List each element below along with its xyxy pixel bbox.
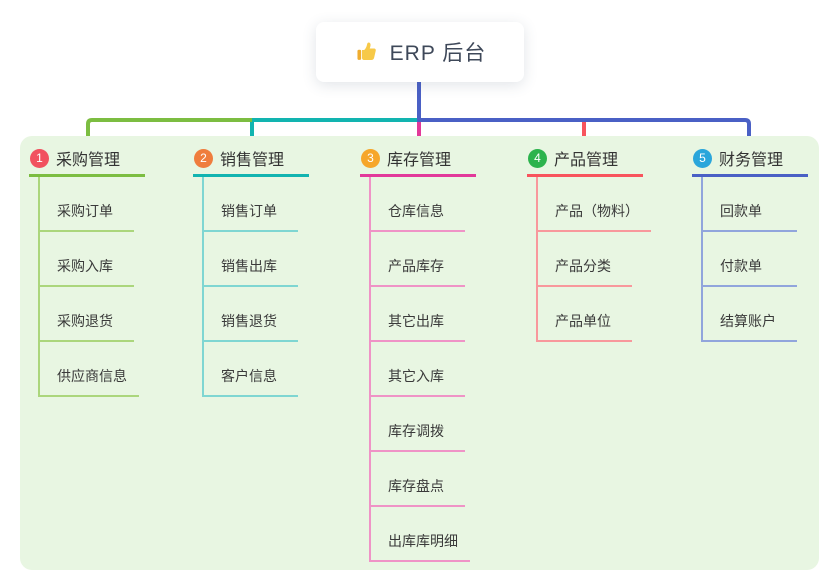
child-label: 库存盘点 [388, 478, 444, 494]
child-item[interactable]: 出库库明细 [369, 507, 470, 562]
branch-number-badge: 4 [528, 148, 547, 168]
branch-connector-line [369, 177, 371, 562]
child-label: 销售出库 [221, 258, 277, 274]
child-item[interactable]: 结算账户 [701, 287, 797, 342]
child-item[interactable]: 产品分类 [536, 232, 632, 287]
branch-number-badge: 3 [361, 148, 380, 168]
child-item[interactable]: 采购退货 [38, 287, 134, 342]
mindmap-root-node[interactable]: ERP 后台 [316, 22, 524, 82]
branch-number-badge: 1 [30, 148, 49, 168]
branch-number-badge: 5 [693, 148, 712, 168]
child-label: 采购退货 [57, 313, 113, 329]
child-label: 产品单位 [555, 313, 611, 329]
root-title: ERP 后台 [389, 42, 487, 65]
branch-children: 产品（物料） 产品分类 产品单位 [536, 177, 651, 342]
branch-header[interactable]: 4 产品管理 [527, 148, 643, 177]
child-item[interactable]: 仓库信息 [369, 177, 465, 232]
child-label: 库存调拨 [388, 423, 444, 439]
branch-label: 产品管理 [554, 152, 619, 169]
branch-label: 库存管理 [387, 152, 452, 169]
child-item[interactable]: 销售退货 [202, 287, 298, 342]
branch-header[interactable]: 3 库存管理 [360, 148, 476, 177]
branch-label: 销售管理 [220, 152, 285, 169]
branch-header[interactable]: 5 财务管理 [692, 148, 808, 177]
branch-connector-line [701, 177, 703, 342]
branch-column-5: 5 财务管理 回款单 付款单 结算账户 [692, 148, 808, 342]
branch-header[interactable]: 2 销售管理 [193, 148, 309, 177]
thumbs-up-icon [357, 42, 376, 61]
child-item[interactable]: 供应商信息 [38, 342, 139, 397]
branch-label: 采购管理 [56, 152, 121, 169]
child-item[interactable]: 销售出库 [202, 232, 298, 287]
branch-column-4: 4 产品管理 产品（物料） 产品分类 产品单位 [527, 148, 651, 342]
child-item[interactable]: 产品（物料） [536, 177, 651, 232]
child-label: 供应商信息 [57, 368, 127, 384]
child-label: 其它入库 [388, 368, 444, 384]
child-item[interactable]: 回款单 [701, 177, 797, 232]
child-item[interactable]: 其它出库 [369, 287, 465, 342]
branch-children: 销售订单 销售出库 销售退货 客户信息 [202, 177, 309, 397]
child-label: 采购入库 [57, 258, 113, 274]
child-label: 结算账户 [720, 313, 776, 329]
child-item[interactable]: 产品单位 [536, 287, 632, 342]
child-label: 客户信息 [221, 368, 277, 384]
child-item[interactable]: 库存调拨 [369, 397, 465, 452]
child-label: 产品分类 [555, 258, 611, 274]
child-label: 仓库信息 [388, 203, 444, 219]
child-label: 回款单 [720, 203, 762, 219]
child-item[interactable]: 其它入库 [369, 342, 465, 397]
child-item[interactable]: 销售订单 [202, 177, 298, 232]
child-label: 采购订单 [57, 203, 113, 219]
child-label: 出库库明细 [388, 533, 458, 549]
child-label: 其它出库 [388, 313, 444, 329]
child-item[interactable]: 客户信息 [202, 342, 298, 397]
child-item[interactable]: 付款单 [701, 232, 797, 287]
child-label: 产品库存 [388, 258, 444, 274]
branch-number-badge: 2 [194, 148, 213, 168]
branch-column-1: 1 采购管理 采购订单 采购入库 采购退货 供应商信息 [29, 148, 145, 397]
branch-children: 仓库信息 产品库存 其它出库 其它入库 库存调拨 库存盘点 出库库明细 [369, 177, 476, 562]
child-label: 产品（物料） [555, 203, 639, 219]
branch-column-2: 2 销售管理 销售订单 销售出库 销售退货 客户信息 [193, 148, 309, 397]
child-item[interactable]: 采购入库 [38, 232, 134, 287]
branch-label: 财务管理 [719, 152, 784, 169]
child-label: 销售退货 [221, 313, 277, 329]
mindmap-panel [20, 136, 819, 570]
branch-children: 回款单 付款单 结算账户 [701, 177, 808, 342]
branch-connector-line [202, 177, 204, 397]
branch-header[interactable]: 1 采购管理 [29, 148, 145, 177]
branch-column-3: 3 库存管理 仓库信息 产品库存 其它出库 其它入库 库存调拨 库存盘点 出库库… [360, 148, 476, 562]
child-item[interactable]: 采购订单 [38, 177, 134, 232]
branch-children: 采购订单 采购入库 采购退货 供应商信息 [38, 177, 145, 397]
child-item[interactable]: 产品库存 [369, 232, 465, 287]
branch-connector-line [536, 177, 538, 342]
branch-connector-line [38, 177, 40, 397]
child-label: 销售订单 [221, 203, 277, 219]
child-label: 付款单 [720, 258, 762, 274]
child-item[interactable]: 库存盘点 [369, 452, 465, 507]
